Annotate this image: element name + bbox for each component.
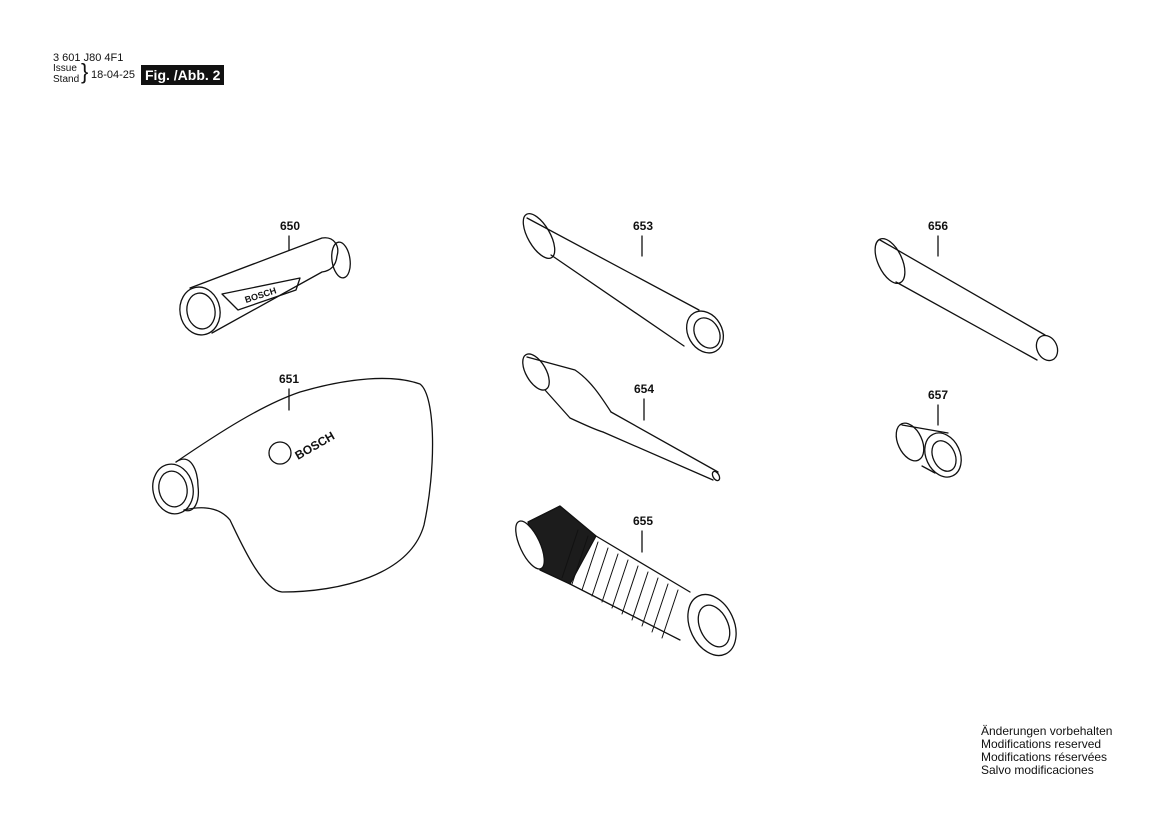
part-657-number: 657 (928, 388, 948, 402)
part-651-brand-logo: BOSCH (293, 429, 338, 463)
part-656-wide-end (874, 238, 906, 284)
part-657-ring-walls (901, 424, 949, 474)
part-657-back-edge (895, 422, 925, 462)
part-654-socket-end (522, 353, 550, 391)
part-655-number: 655 (633, 514, 653, 528)
figure-badge: Fig. /Abb. 2 (141, 65, 225, 85)
part-650-number: 650 (280, 219, 300, 233)
part-654-crevice-nozzle: 654 (522, 353, 721, 482)
part-651-bag-body (175, 377, 434, 593)
part-651-number: 651 (279, 372, 299, 386)
part-651-neck (175, 458, 200, 512)
part-655-mouth-inner (697, 604, 731, 648)
part-651-mouth-outer (152, 463, 194, 515)
part-655-flexible-hose: 655 (515, 505, 737, 657)
part-653-top-end (522, 213, 556, 259)
part-653-bottom-end (685, 310, 725, 354)
part-655-corrugations (561, 529, 679, 639)
part-653-bottom-end-inner (693, 317, 721, 349)
issue-stand-labels: Issue Stand (53, 63, 79, 85)
part-656-cone-walls (879, 239, 1046, 361)
part-653-number: 653 (633, 219, 653, 233)
part-651-dust-bag: 651 BOSCH (152, 372, 434, 593)
part-651-logo-circle (268, 441, 292, 465)
part-654-socket-walls (526, 356, 612, 433)
part-655-end-cap (515, 520, 545, 570)
part-650-body (189, 237, 339, 334)
part-655-flared-mouth (687, 593, 737, 657)
stand-label: Stand (53, 74, 80, 85)
part-654-number: 654 (634, 382, 654, 396)
note-german: Änderungen vorbehalten (981, 724, 1113, 738)
issue-date: 18-04-25 (91, 69, 136, 81)
part-654-tip (711, 470, 721, 482)
part-657-adapter-ring: 657 (895, 388, 962, 478)
note-english: Modifications reserved (981, 737, 1102, 751)
part-653-tube-walls (526, 217, 700, 347)
part-655-hose-walls (569, 535, 691, 641)
brace-symbol: } (81, 59, 89, 84)
part-650-mouth-inner (186, 292, 216, 330)
note-spanish: Salvo modificaciones (981, 763, 1094, 777)
issue-label: Issue (53, 63, 77, 74)
document-number: 3 601 J80 4F1 (53, 52, 124, 64)
modification-notes: Änderungen vorbehalten Modifications res… (981, 725, 1112, 777)
part-657-front-edge (924, 432, 962, 478)
part-650-logo-plate (221, 277, 301, 311)
part-657-inner-edge (931, 440, 957, 472)
part-656-narrow-end (1035, 334, 1059, 362)
part-654-shaft (602, 411, 719, 481)
part-650-end-ring (331, 241, 351, 279)
part-656-number: 656 (928, 219, 948, 233)
note-french: Modifications réservées (981, 750, 1108, 764)
part-650-suction-tube: 650 BOSCH (179, 219, 351, 336)
part-650-mouth-outer (179, 286, 221, 336)
part-653-extension-tube: 653 (522, 213, 725, 354)
part-651-mouth-inner (158, 470, 188, 508)
part-656-conical-nozzle: 656 (874, 219, 1059, 362)
